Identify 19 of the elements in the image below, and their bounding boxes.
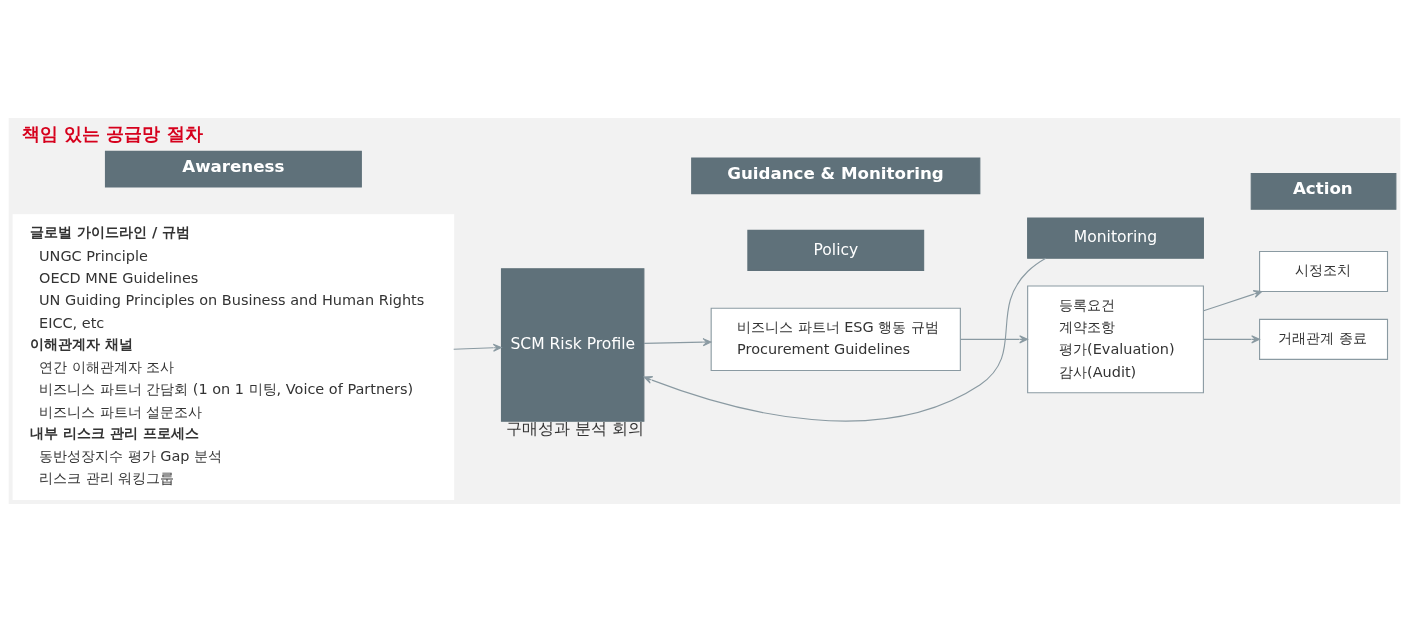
node-box: 시정조치 — [1259, 250, 1389, 293]
node-box: 거래관계 종료 — [1259, 318, 1389, 360]
arrow — [960, 335, 1028, 344]
node-box: Guidance & Monitoring — [691, 157, 981, 195]
arrow — [1203, 335, 1261, 344]
diagram-title: 책임 있는 공급망 절차 — [22, 123, 203, 145]
arrow — [1203, 290, 1263, 312]
node-box: Monitoring — [1027, 217, 1204, 259]
arrow — [643, 338, 712, 347]
node-label: 구매성과 분석 회의 — [505, 419, 644, 438]
arrow — [643, 257, 1047, 422]
node-box: Policy — [747, 229, 925, 271]
node-box: SCM Risk Profile — [500, 268, 645, 422]
node-box: Action — [1250, 173, 1397, 210]
node-box: 비즈니스 파트너 ESG 행동 규범 Procurement Guidelines — [710, 307, 961, 372]
node-box: Awareness — [104, 150, 362, 188]
node-box: 등록요건 계약조항 평가(Evaluation) 감사(Audit) — [1027, 285, 1204, 394]
arrow — [453, 343, 502, 352]
node-box: 글로벌 가이드라인 / 규범 UNGC Principle OECD MNE Guidelines UN Guiding Principles on Business and Human Rights EICC, etc 이해관계자 채널 연간 이해관계자 조사 비즈니스 파트너 간담회 (1 on 1 미팅, Voice of Partners) 비즈니스 파트너 설문조사 내부 리스크 관리 프로세스 동반성장지수 평가 Gap 분석 리스크 관리 워킹그룹 — [12, 214, 455, 501]
